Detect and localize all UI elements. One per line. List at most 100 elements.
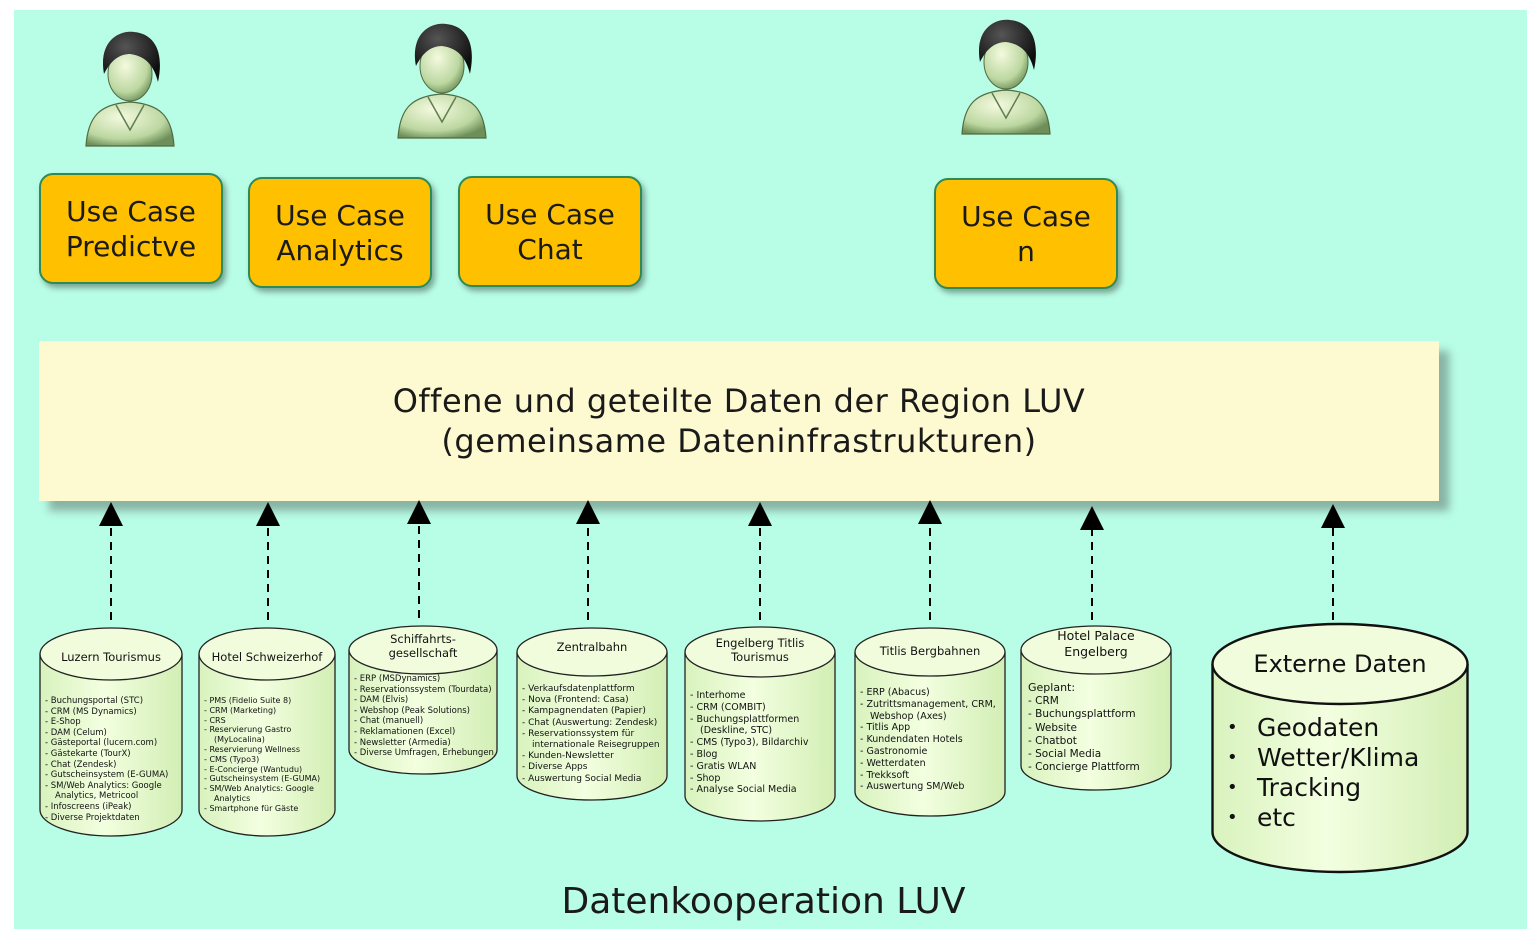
list-item: Blog [690, 749, 834, 761]
list-item: Reservationssystem für internationale Re… [522, 729, 666, 751]
list-item: CRM [1028, 695, 1170, 708]
list-item: Auswertung Social Media [522, 774, 666, 785]
list-item: Reklamationen (Excel) [354, 727, 496, 738]
list-item: Buchungsportal (STC) [45, 696, 181, 707]
list-item: Zutrittsmanagement, CRM, Webshop (Axes) [860, 699, 1004, 723]
source-title: Hotel Schweizerhof [211, 650, 323, 664]
person-icon [397, 23, 487, 139]
list-item: Gratis WLAN [690, 761, 834, 773]
list-item: E-Shop [45, 717, 181, 728]
source-title: Luzern Tourismus [61, 650, 161, 664]
use-case-label: Use Case Chat [485, 197, 615, 266]
list-item: Wetter/Klima [1227, 743, 1463, 773]
data-source-titlis-bergbahnen: Titlis Bergbahnen ERP (Abacus) Zutrittsm… [854, 620, 1006, 817]
source-item-list: Geodaten Wetter/Klima Tracking etc [1227, 713, 1463, 833]
list-item: Diverse Apps [522, 762, 666, 773]
list-item: Newsletter (Armedia) [354, 738, 496, 749]
list-item: Auswertung SM/Web [860, 781, 1004, 793]
list-item: Diverse Projektdaten [45, 813, 181, 824]
data-source-luzern-tourismus: Luzern Tourismus Buchungsportal (STC) CR… [39, 620, 183, 837]
source-item-list: PMS (Fidelio Suite 8) CRM (Marketing) CR… [204, 696, 334, 814]
hub-title: Offene und geteilte Daten der Region LUV [392, 382, 1086, 420]
data-source-engelberg-titlis-tourismus: Engelberg Titlis Tourismus Interhome CRM… [684, 618, 836, 822]
data-source-hotel-schweizerhof: Hotel Schweizerhof PMS (Fidelio Suite 8)… [198, 620, 336, 837]
list-item: Website [1028, 722, 1170, 735]
list-item: Gutscheinsystem (E-GUMA) [45, 770, 181, 781]
list-item: Interhome [690, 690, 834, 702]
list-item: DAM (Elvis) [354, 695, 496, 706]
list-item: Reservierung Gastro (MyLocalina) [204, 725, 334, 745]
list-item: Chat (Zendesk) [45, 760, 181, 771]
data-source-schiffahrtsgesellschaft: Schiffahrts- gesellschaft ERP (MSDynamic… [348, 618, 498, 775]
hub-subtitle: (gemeinsame Dateninfrastrukturen) [441, 422, 1037, 460]
list-item: Wetterdaten [860, 758, 1004, 770]
list-item: Kundendaten Hotels [860, 734, 1004, 746]
shared-data-platform: Offene und geteilte Daten der Region LUV… [39, 341, 1439, 501]
source-item-list: Buchungsportal (STC) CRM (MS Dynamics) E… [45, 696, 181, 823]
source-title: Externe Daten [1253, 650, 1427, 678]
list-item: Gästeportal (lucern.com) [45, 738, 181, 749]
list-item: Verkaufsdatenplattform [522, 684, 666, 695]
list-item: Social Media [1028, 748, 1170, 761]
list-item: Reservationssystem (Tourdata) [354, 685, 496, 696]
list-item: CRS [204, 716, 334, 726]
list-item: Geodaten [1227, 713, 1463, 743]
use-case-label: Use Case Predictve [65, 194, 197, 263]
list-item: PMS (Fidelio Suite 8) [204, 696, 334, 706]
list-item: Diverse Umfragen, Erhebungen [354, 748, 496, 759]
list-item: SM/Web Analytics: Google Analytics, Metr… [45, 781, 181, 802]
list-item: CRM (COMBIT) [690, 702, 834, 714]
source-item-list: CRM Buchungsplattform Website Chatbot So… [1028, 695, 1170, 775]
use-case-box: Use Case Analytics [248, 177, 432, 288]
source-title: Schiffahrts- gesellschaft [388, 632, 458, 660]
list-item: E-Concierge (Wantudu) [204, 765, 334, 775]
source-title: Engelberg Titlis Tourismus [715, 636, 805, 664]
list-item: Gutscheinsystem (E-GUMA) [204, 774, 334, 784]
list-item: CRM (Marketing) [204, 706, 334, 716]
use-case-label: Use Case Analytics [275, 198, 405, 267]
list-item: SM/Web Analytics: Google Analytics [204, 784, 334, 804]
data-source-zentralbahn: Zentralbahn Verkaufsdatenplattform Nova … [516, 620, 668, 801]
source-item-list: Interhome CRM (COMBIT) Buchungsplattform… [690, 690, 834, 796]
list-item: Analyse Social Media [690, 784, 834, 796]
data-source-externe-daten: Externe Daten Geodaten Wetter/Klima Trac… [1211, 618, 1469, 874]
list-item: Chat (manuell) [354, 716, 496, 727]
list-item: Chat (Auswertung: Zendesk) [522, 718, 666, 729]
list-item: Infoscreens (iPeak) [45, 802, 181, 813]
source-title: Hotel Palace Engelberg [1057, 628, 1135, 659]
list-item: Shop [690, 773, 834, 785]
list-item: Kunden-Newsletter [522, 751, 666, 762]
list-item: DAM (Celum) [45, 728, 181, 739]
use-case-box: Use Case Chat [458, 176, 642, 287]
list-item: Webshop (Peak Solutions) [354, 706, 496, 717]
list-item: Buchungsplattformen (Deskline, STC) [690, 714, 834, 738]
list-item: CMS (Typo3), Bildarchiv [690, 737, 834, 749]
use-case-label: Use Case n [961, 199, 1091, 268]
list-item: etc [1227, 803, 1463, 833]
list-item: Titlis App [860, 722, 1004, 734]
list-item: ERP (MSDynamics) [354, 674, 496, 685]
source-title: Titlis Bergbahnen [879, 644, 981, 658]
source-subtitle: Geplant: [1028, 681, 1076, 694]
list-item: CRM (MS Dynamics) [45, 707, 181, 718]
list-item: Buchungsplattform [1028, 708, 1170, 721]
data-source-hotel-palace-engelberg: Hotel Palace Engelberg Geplant: CRM Buch… [1020, 618, 1172, 791]
source-item-list: ERP (MSDynamics) Reservationssystem (Tou… [354, 674, 496, 759]
source-title: Zentralbahn [556, 640, 628, 654]
list-item: Smartphone für Gäste [204, 804, 334, 814]
list-item: Concierge Plattform [1028, 761, 1170, 774]
source-item-list: Verkaufsdatenplattform Nova (Frontend: C… [522, 684, 666, 785]
list-item: Chatbot [1028, 735, 1170, 748]
use-case-box: Use Case n [934, 178, 1118, 289]
use-case-box: Use Case Predictve [39, 173, 223, 284]
list-item: Tracking [1227, 773, 1463, 803]
list-item: ERP (Abacus) [860, 687, 1004, 699]
source-item-list: ERP (Abacus) Zutrittsmanagement, CRM, We… [860, 687, 1004, 793]
diagram-footer-title: Datenkooperation LUV [561, 881, 966, 922]
list-item: Nova (Frontend: Casa) [522, 695, 666, 706]
list-item: Trekksoft [860, 770, 1004, 782]
list-item: Reservierung Wellness [204, 745, 334, 755]
list-item: Kampagnendaten (Papier) [522, 706, 666, 717]
list-item: CMS (Typo3) [204, 755, 334, 765]
list-item: Gästekarte (TourX) [45, 749, 181, 760]
